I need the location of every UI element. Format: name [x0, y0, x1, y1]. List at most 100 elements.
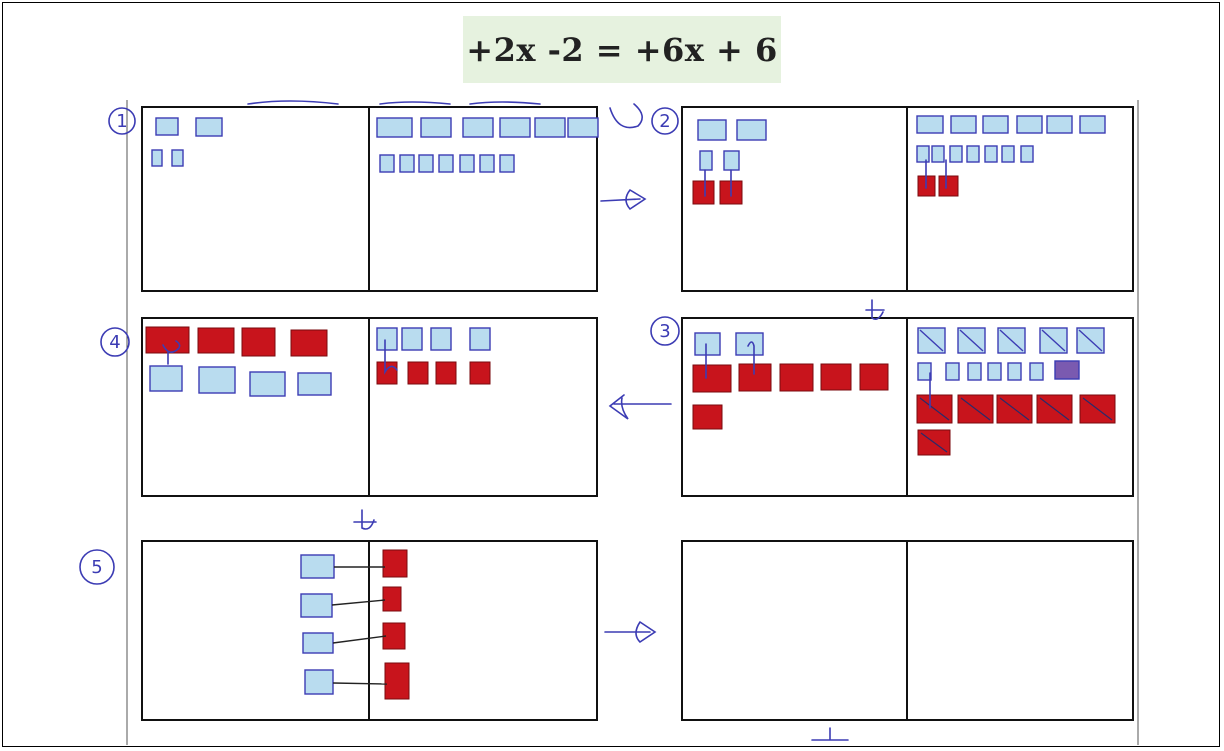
unit-tile: [779, 363, 814, 392]
x-tile: [430, 327, 452, 351]
pen-stroke: [604, 621, 657, 644]
x-tile: [1007, 362, 1022, 381]
unit-tile: [145, 326, 190, 354]
unit-tile: [241, 327, 276, 357]
equation-box: +2x -2 = +6x + 6: [463, 16, 781, 83]
step-number-label: 5: [91, 557, 102, 578]
step-number-circle: [100, 327, 130, 357]
x-tile: [982, 115, 1009, 134]
pairing-line: [331, 599, 386, 606]
unit-tile: [859, 363, 889, 391]
x-tile: [1016, 115, 1043, 134]
step-number-circle: [650, 316, 680, 346]
step-number-label: 4: [109, 332, 120, 353]
x-tile: [987, 362, 1002, 381]
x-tile: [917, 362, 932, 381]
step-number-label: 3: [659, 321, 670, 342]
x-tile: [499, 117, 531, 138]
x-tile: [304, 669, 334, 695]
x-tile: [420, 117, 452, 138]
x-tile: [1054, 360, 1080, 380]
scribble-mark: [609, 103, 643, 129]
unit-tile: [407, 361, 429, 385]
cancel-mark: [1078, 329, 1103, 352]
x-tile: [399, 154, 415, 173]
cancel-mark: [1082, 397, 1113, 421]
unit-tile: [376, 361, 398, 385]
x-tile: [302, 632, 334, 654]
x-tile: [479, 154, 495, 173]
unit-tile: [738, 363, 772, 392]
scribble-mark: [247, 100, 541, 105]
pairing-line: [332, 635, 387, 644]
x-tile: [736, 119, 767, 141]
x-tile: [699, 150, 713, 171]
x-tile: [376, 327, 398, 351]
unit-tile: [692, 180, 715, 205]
x-tile: [916, 145, 930, 163]
x-tile: [984, 145, 998, 163]
x-tile: [1001, 145, 1015, 163]
unit-tile: [384, 662, 410, 700]
x-tile: [1079, 115, 1106, 134]
x-tile: [198, 366, 236, 394]
unit-tile: [469, 361, 491, 385]
x-tile: [1020, 145, 1034, 163]
x-tile: [967, 362, 982, 381]
x-tile: [149, 365, 183, 392]
cancel-mark: [959, 329, 984, 352]
unit-tile: [382, 549, 408, 578]
x-tile: [694, 332, 721, 356]
pen-stroke: [608, 394, 672, 420]
x-tile: [499, 154, 515, 173]
unit-tile: [382, 586, 402, 612]
step-number-circle: [651, 107, 679, 135]
cancel-mark: [919, 397, 950, 421]
unit-tile: [938, 175, 959, 197]
x-tile: [401, 327, 423, 351]
pen-stroke: [162, 340, 181, 365]
x-tile: [155, 117, 179, 136]
unit-tile: [692, 404, 723, 430]
pen-stroke: [600, 189, 647, 211]
x-tile: [697, 119, 727, 141]
pen-stroke: [704, 169, 732, 197]
x-tile: [1029, 362, 1044, 381]
unit-tile: [382, 622, 406, 650]
cancel-mark: [920, 432, 948, 453]
pen-stroke: [811, 727, 849, 741]
x-tile: [567, 117, 599, 138]
unit-tile: [435, 361, 457, 385]
equation-text: +2x -2 = +6x + 6: [466, 30, 778, 69]
cancel-mark: [1041, 329, 1066, 352]
x-tile: [949, 145, 963, 163]
x-tile: [438, 154, 454, 173]
cancel-mark: [960, 397, 991, 421]
cancel-mark: [999, 329, 1024, 352]
unit-tile: [197, 327, 235, 354]
unit-tile: [290, 329, 328, 357]
pen-stroke: [384, 339, 398, 375]
x-tile: [300, 554, 335, 579]
x-tile: [469, 327, 491, 351]
unit-tile: [692, 364, 732, 393]
x-tile: [462, 117, 494, 138]
x-tile: [297, 372, 332, 396]
step-number-label: 1: [116, 111, 127, 132]
pairing-line: [332, 682, 388, 685]
x-tile: [459, 154, 475, 173]
cancel-mark: [1039, 397, 1070, 421]
x-tile: [966, 145, 980, 163]
x-tile: [950, 115, 977, 134]
pen-stroke: [705, 341, 755, 379]
x-tile: [376, 117, 413, 138]
x-tile: [916, 115, 944, 134]
pen-stroke: [865, 299, 885, 320]
step-number-circle: [79, 549, 115, 585]
step-number-label: 2: [659, 111, 670, 132]
cancel-mark: [919, 329, 944, 352]
x-tile: [171, 149, 184, 167]
x-tile: [300, 593, 333, 618]
